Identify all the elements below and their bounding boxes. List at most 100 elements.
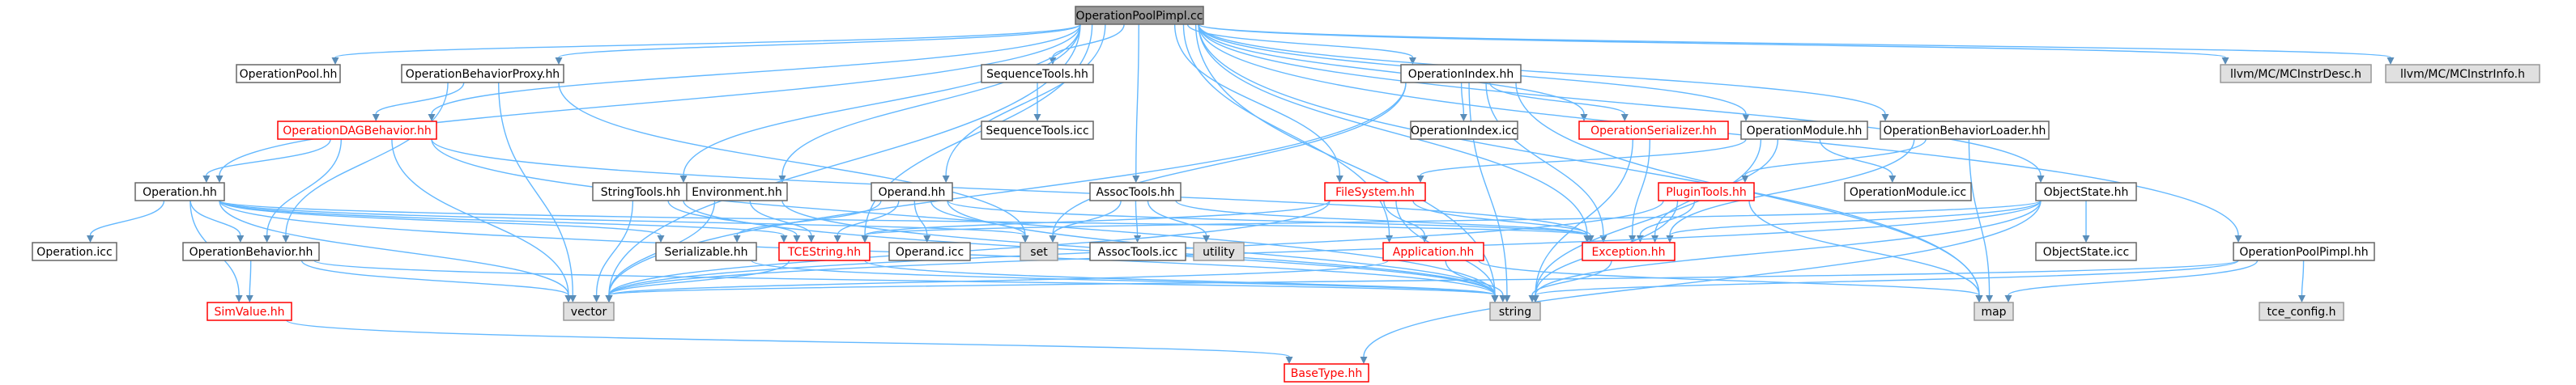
node-label: OperationSerializer.hh xyxy=(1590,125,1717,138)
edge-operationmodule-hh-to-operationmodule-icc xyxy=(1819,138,1897,183)
node-operationindex-icc[interactable]: OperationIndex.icc xyxy=(1410,121,1518,140)
node-label: SimValue.hh xyxy=(214,306,284,319)
node-simvalue-hh[interactable]: SimValue.hh xyxy=(207,302,292,321)
edge-operationbehaviorloader-hh-to-plugintools-hh xyxy=(1741,138,1927,183)
node-label: tce_config.h xyxy=(2267,306,2336,319)
node-map[interactable]: map xyxy=(1974,302,2014,321)
node-operationmodule-hh[interactable]: OperationModule.hh xyxy=(1740,121,1868,140)
node-label: OperationBehavior.hh xyxy=(189,246,313,259)
edge-objectstate-hh-to-basetype-hh xyxy=(1360,200,2042,364)
node-label: SequenceTools.icc xyxy=(986,125,1088,138)
node-assoctools-icc[interactable]: AssocTools.icc xyxy=(1089,242,1186,261)
node-operation-hh[interactable]: Operation.hh xyxy=(134,182,225,201)
edge-operationpoolpimpl-cc-to-operation-hh xyxy=(215,23,1081,183)
edge-stringtools-hh-to-vector xyxy=(593,200,634,302)
node-operationmodule-icc[interactable]: OperationModule.icc xyxy=(1844,182,1972,201)
node-llvm-mcinstrdesc-h[interactable]: llvm/MC/MCInstrDesc.h xyxy=(2220,64,2372,83)
node-tce-config-h[interactable]: tce_config.h xyxy=(2259,302,2344,321)
node-label: OperationIndex.hh xyxy=(1408,68,1514,81)
node-label: OperationPoolPimpl.hh xyxy=(2239,246,2368,259)
edge-operationindex-hh-to-operationserializer-hh xyxy=(1489,82,1629,121)
node-operation-icc[interactable]: Operation.icc xyxy=(32,242,117,261)
node-operationbehaviorloader-hh[interactable]: OperationBehaviorLoader.hh xyxy=(1880,121,2050,140)
edge-operationpoolpimpl-cc-to-stringtools-hh xyxy=(679,23,1081,183)
node-sequencetools-hh[interactable]: SequenceTools.hh xyxy=(981,64,1094,83)
node-label: Operand.icc xyxy=(896,246,964,259)
edge-tcestring-hh-to-string xyxy=(864,260,1499,302)
node-label: PluginTools.hh xyxy=(1666,186,1747,199)
node-label: OperationIndex.icc xyxy=(1411,125,1518,138)
edge-operationpoolpimpl-cc-to-operationbehaviorproxy-hh xyxy=(555,23,1081,65)
node-string[interactable]: string xyxy=(1489,302,1541,321)
edge-operationbehaviorloader-hh-to-map xyxy=(1968,138,1994,302)
node-label: BaseType.hh xyxy=(1291,367,1362,380)
node-operationindex-hh[interactable]: OperationIndex.hh xyxy=(1400,64,1522,83)
edge-operationpoolpimpl-hh-to-vector xyxy=(605,260,2239,302)
edges-layer xyxy=(87,23,2395,364)
node-operationpoolpimpl-hh[interactable]: OperationPoolPimpl.hh xyxy=(2233,242,2375,261)
node-label: Operand.hh xyxy=(879,186,946,199)
node-label: StringTools.hh xyxy=(601,186,680,199)
node-label: llvm/MC/MCInstrDesc.h xyxy=(2230,68,2361,81)
node-objectstate-hh[interactable]: ObjectState.hh xyxy=(2035,182,2137,201)
edge-operationbehaviorproxy-hh-to-operationdagbehavior-hh xyxy=(372,82,465,121)
node-sequencetools-icc[interactable]: SequenceTools.icc xyxy=(981,121,1094,140)
node-utility[interactable]: utility xyxy=(1193,242,1245,261)
node-stringtools-hh[interactable]: StringTools.hh xyxy=(592,182,689,201)
node-operationpool-hh[interactable]: OperationPool.hh xyxy=(236,64,341,83)
edge-operationpoolpimpl-cc-to-llvm-mcinstrdesc-h xyxy=(1198,23,2229,65)
node-label: OperationModule.hh xyxy=(1747,125,1863,138)
node-filesystem-hh[interactable]: FileSystem.hh xyxy=(1324,182,1426,201)
edge-simvalue-hh-to-basetype-hh xyxy=(286,319,1293,364)
edge-operationserializer-hh-to-exception-hh xyxy=(1629,138,1651,243)
node-label: OperationPool.hh xyxy=(240,68,338,81)
node-llvm-mcinstrinfo-h[interactable]: llvm/MC/MCInstrInfo.h xyxy=(2385,64,2540,83)
node-label: OperationPoolPimpl.cc xyxy=(1076,10,1203,23)
edge-operationpoolpimpl-hh-to-map xyxy=(2004,260,2259,302)
node-application-hh[interactable]: Application.hh xyxy=(1382,242,1484,261)
edge-operationindex-hh-to-operationindex-icc xyxy=(1459,82,1467,121)
node-label: Operation.icc xyxy=(36,246,112,259)
node-operationserializer-hh[interactable]: OperationSerializer.hh xyxy=(1578,121,1729,140)
edge-operationpoolpimpl-cc-to-operand-hh xyxy=(942,23,1106,183)
edge-operand-hh-to-operand-icc xyxy=(913,200,931,243)
edge-operationpoolpimpl-cc-to-operationpool-hh xyxy=(331,23,1081,65)
node-label: OperationDAGBehavior.hh xyxy=(283,125,431,138)
node-serializable-hh[interactable]: Serializable.hh xyxy=(655,242,757,261)
node-label: OperationBehaviorLoader.hh xyxy=(1884,125,2046,138)
node-operationbehavior-hh[interactable]: OperationBehavior.hh xyxy=(182,242,320,261)
edge-operation-hh-to-serializable-hh xyxy=(219,200,665,243)
node-operand-icc[interactable]: Operand.icc xyxy=(888,242,971,261)
edge-operationpoolpimpl-cc-to-operationbehaviorloader-hh xyxy=(1198,23,1889,121)
edge-assoctools-hh-to-assoctools-icc xyxy=(1134,200,1142,243)
edge-operation-hh-to-operation-icc xyxy=(87,200,165,243)
edge-operationpoolpimpl-cc-to-operationindex-hh xyxy=(1186,23,1416,65)
node-operationpoolpimpl-cc[interactable]: OperationPoolPimpl.cc xyxy=(1075,6,1204,25)
edge-operand-hh-to-serializable-hh xyxy=(733,200,882,243)
node-label: map xyxy=(1981,306,2006,319)
edge-operationpoolpimpl-cc-to-objectstate-hh xyxy=(1198,23,2045,183)
node-label: TCEString.hh xyxy=(787,246,861,259)
node-exception-hh[interactable]: Exception.hh xyxy=(1582,242,1675,261)
node-operand-hh[interactable]: Operand.hh xyxy=(871,182,953,201)
node-operationdagbehavior-hh[interactable]: OperationDAGBehavior.hh xyxy=(277,121,437,140)
node-environment-hh[interactable]: Environment.hh xyxy=(686,182,788,201)
node-label: Environment.hh xyxy=(692,186,782,199)
edge-operationbehaviorproxy-hh-to-operationbehavior-hh xyxy=(282,82,449,243)
node-tcestring-hh[interactable]: TCEString.hh xyxy=(778,242,871,261)
node-operationbehaviorproxy-hh[interactable]: OperationBehaviorProxy.hh xyxy=(401,64,564,83)
node-vector[interactable]: vector xyxy=(563,302,615,321)
node-objectstate-icc[interactable]: ObjectState.icc xyxy=(2035,242,2137,261)
edge-operationindex-hh-to-set xyxy=(1049,82,1407,243)
node-label: set xyxy=(1030,246,1048,259)
node-basetype-hh[interactable]: BaseType.hh xyxy=(1284,363,1369,383)
node-label: OperationBehaviorProxy.hh xyxy=(406,68,560,81)
node-label: AssocTools.hh xyxy=(1096,186,1174,199)
edge-operationdagbehavior-hh-to-operation-hh xyxy=(202,138,331,183)
node-plugintools-hh[interactable]: PluginTools.hh xyxy=(1658,182,1755,201)
edge-objectstate-hh-to-tcestring-hh xyxy=(861,200,2042,243)
node-assoctools-hh[interactable]: AssocTools.hh xyxy=(1089,182,1182,201)
node-set[interactable]: set xyxy=(1020,242,1058,261)
